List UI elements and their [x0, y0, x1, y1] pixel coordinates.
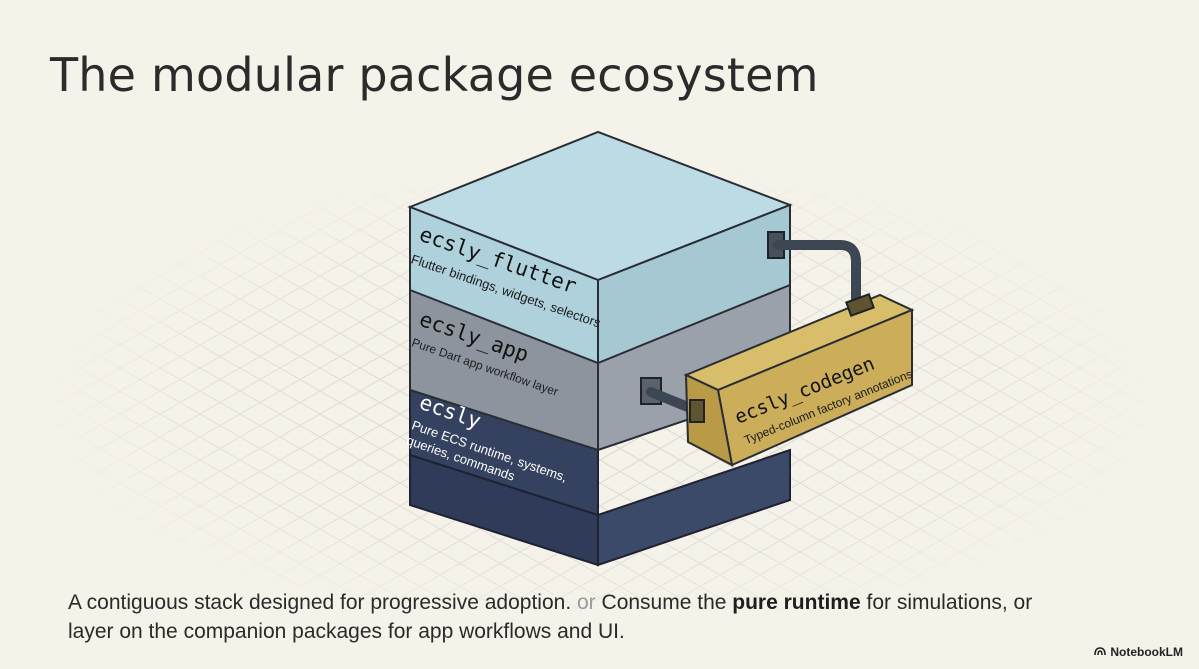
notebooklm-logo-icon	[1094, 645, 1107, 659]
caption-part2: Consume the	[601, 591, 727, 614]
connector-flutter-codegen	[773, 240, 861, 310]
codegen-block	[683, 293, 915, 467]
codegen-side-port	[689, 399, 705, 423]
page-title: The modular package ecosystem	[50, 48, 819, 102]
codegen-port	[845, 293, 875, 317]
watermark-text: NotebookLM	[1110, 645, 1183, 659]
caption-part1: A contiguous stack designed for progress…	[68, 591, 572, 614]
caption-bold: pure runtime	[732, 591, 861, 614]
caption-part3: for simulations, or layer on the compani…	[68, 591, 1033, 643]
caption-separator: or	[577, 591, 596, 614]
caption: A contiguous stack designed for progress…	[68, 588, 1068, 646]
layer-ecsly-flutter	[407, 130, 793, 365]
notebooklm-watermark: NotebookLM	[1094, 645, 1183, 659]
